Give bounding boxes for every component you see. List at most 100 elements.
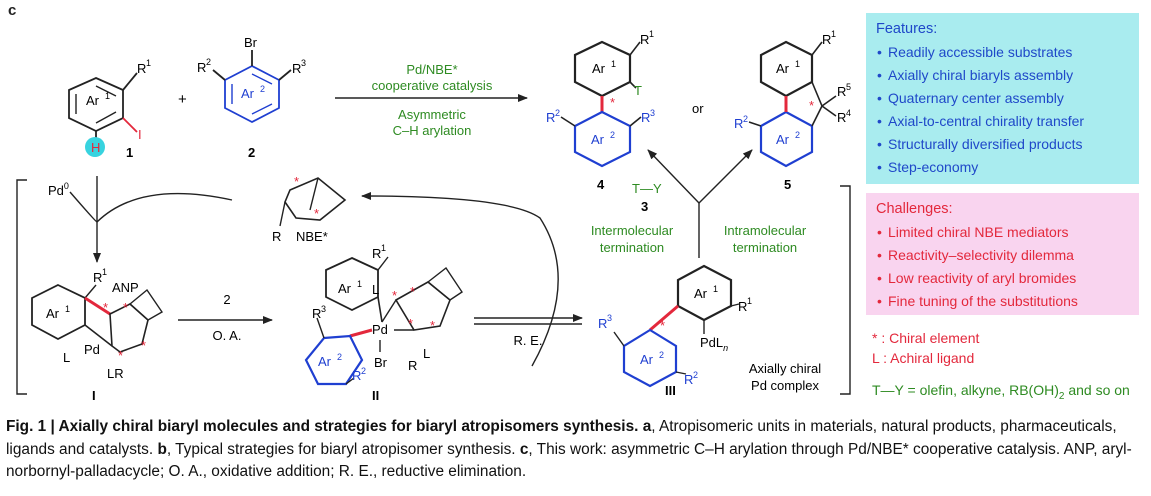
reaction-asymmetric: Asymmetric [398, 107, 466, 122]
c2-sub-2: 2 [206, 57, 211, 67]
II-label: II [372, 388, 379, 403]
legend-ty-formula: T—Y [872, 382, 904, 398]
II-ring-Ar2: Ar [318, 354, 332, 369]
II-sub-1: 1 [381, 243, 386, 253]
III-ring-sup2: 2 [659, 350, 664, 360]
intermediate-III: Ar 1 R 1 PdLn R 3 Ar 2 R 2 * III [598, 264, 752, 398]
axially-chiral-label: Axially chiral [749, 361, 821, 376]
cycle-bracket-right [840, 185, 851, 395]
cycle-bracket-left [16, 179, 27, 395]
c5-number: 5 [784, 177, 791, 192]
intramolecular-label: Intramolecular [724, 223, 807, 238]
III-PdL: PdLn [700, 335, 728, 353]
c5-sub-R4: R [837, 110, 846, 125]
nbe-R: R [272, 229, 281, 244]
c1-hydrogen: H [91, 140, 100, 155]
intramolecular-termination: termination [733, 240, 797, 255]
III-ring-sup1: 1 [713, 284, 718, 294]
nbe-ligand: * * R NBE* [272, 174, 347, 244]
c3-number: 3 [641, 199, 648, 214]
c5-sub-4: 4 [846, 108, 851, 118]
pd0-label: Pd0 [48, 181, 69, 198]
intermediate-II: R 1 Ar 1 L R 3 Pd Ar 2 R 2 Br L R * * * … [304, 243, 463, 403]
II-ring-sup2: 2 [337, 352, 342, 362]
c2-sub-R3: R [292, 61, 301, 76]
challenge-item: Low reactivity of aryl bromides [876, 267, 1129, 290]
reaction-scheme: R 1 Ar 1 I H 1 + Br R 2 R 3 Ar 2 2 Pd/NB… [16, 29, 851, 403]
c4-sub-2: 2 [555, 108, 560, 118]
I-sub-1: 1 [102, 267, 107, 277]
feature-item: Structurally diversified products [876, 133, 1129, 156]
III-sub-1: 1 [747, 296, 752, 306]
challenge-item: Limited chiral NBE mediators [876, 221, 1129, 244]
features-list: Readily accessible substrates Axially ch… [876, 41, 1129, 179]
nbe-star2: * [314, 206, 319, 221]
c5-ring-Ar1: Ar [776, 61, 790, 76]
caption-b-label: b [157, 440, 167, 458]
II-star1: * [392, 288, 397, 303]
c5-sub-R2: R [734, 116, 743, 131]
pd-complex-label: Pd complex [751, 378, 819, 393]
oa-reagent: 2 [223, 292, 230, 307]
figure-caption: Fig. 1 | Axially chiral biaryl molecules… [6, 416, 1146, 484]
feature-item: Quaternary center assembly [876, 87, 1129, 110]
c2-bromo: Br [244, 35, 258, 50]
c4-sub-R1: R [640, 32, 649, 47]
I-sub-R1: R [93, 270, 102, 285]
reaction-arylation: C–H arylation [393, 123, 472, 138]
legend-ty-end: and so on [1064, 382, 1130, 398]
c1-sub-R: R [137, 61, 146, 76]
II-ring-sup1: 1 [357, 279, 362, 289]
intermolecular-label: Intermolecular [591, 223, 674, 238]
compound-2: Br R 2 R 3 Ar 2 2 [197, 35, 306, 160]
II-star3: * [408, 316, 413, 331]
I-label: I [92, 388, 96, 403]
intermolecular-termination: termination [600, 240, 664, 255]
II-star4: * [430, 318, 435, 333]
c1-iodo: I [138, 127, 142, 142]
c2-ring-Ar: Ar [241, 86, 255, 101]
II-sub-R2: R [352, 368, 361, 383]
feature-item: Axially chiral biaryls assembly [876, 64, 1129, 87]
I-ring-Ar: Ar [46, 306, 60, 321]
c4-sub-R3: R [641, 110, 650, 125]
challenges-title: Challenges: [876, 201, 953, 217]
legend-ty-sub: 2 [1058, 390, 1065, 402]
nbe-label: NBE* [296, 229, 328, 244]
c4-sub-1: 1 [649, 29, 654, 39]
feature-item: Step-economy [876, 156, 1129, 179]
challenge-item: Reactivity–selectivity dilemma [876, 244, 1129, 267]
c1-ring-sup: 1 [105, 91, 110, 101]
challenges-box: Challenges: Limited chiral NBE mediators… [866, 193, 1139, 315]
feature-item: Axial-to-central chirality transfer [876, 110, 1129, 133]
features-title: Features: [876, 21, 938, 37]
c5-sub-1: 1 [831, 29, 836, 39]
c4-sub-R2: R [546, 110, 555, 125]
c2-sub-R2: R [197, 60, 206, 75]
c4-sub-3: 3 [650, 108, 655, 118]
c5-ring-sup1: 1 [795, 59, 800, 69]
feature-item: Readily accessible substrates [876, 41, 1129, 64]
legend-star: * [872, 330, 878, 346]
c2-sub-3: 3 [301, 58, 306, 68]
II-Br: Br [374, 355, 388, 370]
caption-c-text: , This work: asymmetric C–H arylation th… [6, 440, 1132, 481]
c1-sub-1: 1 [146, 58, 151, 68]
plus-sign: + [178, 91, 187, 108]
c3-formula: T—Y [632, 181, 662, 196]
I-star4: * [141, 338, 146, 353]
I-L: L [63, 350, 70, 365]
III-label: III [665, 383, 676, 398]
c4-number: 4 [597, 177, 605, 192]
II-sub-2: 2 [361, 366, 366, 376]
c4-ring-Ar1: Ar [592, 61, 606, 76]
II-sub-R3: R [312, 306, 321, 321]
III-sub-R3: R [598, 316, 607, 331]
legend-achiral: L : Achiral ligand [872, 350, 974, 366]
I-LR: LR [107, 366, 124, 381]
c1-ring-Ar: Ar [86, 93, 100, 108]
caption-c-label: c [519, 440, 529, 458]
III-sub-3: 3 [607, 313, 612, 323]
re-label: R. E. [514, 333, 543, 348]
legend-L: L [872, 350, 880, 366]
